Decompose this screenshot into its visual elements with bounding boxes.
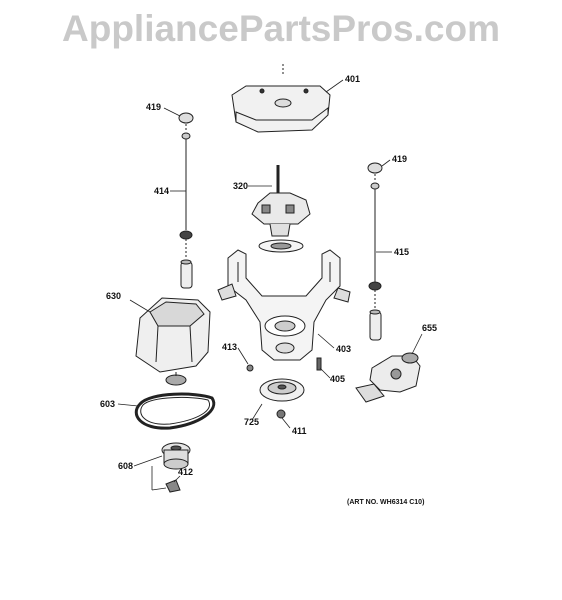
callout-415: 415	[394, 247, 410, 257]
callout-413: 413	[222, 342, 238, 352]
part-630-motor	[135, 297, 211, 386]
callout-412: 412	[178, 467, 194, 477]
part-608-motor-pulley	[161, 442, 191, 470]
callout-603: 603	[100, 399, 116, 409]
callout-419-right: 419	[392, 154, 408, 164]
part-655-pump	[355, 352, 421, 403]
callout-405: 405	[330, 374, 346, 384]
callout-403: 403	[336, 344, 352, 354]
callout-414: 414	[154, 186, 170, 196]
part-415-suspension-rod	[368, 182, 382, 341]
callout-411: 411	[292, 426, 307, 436]
callout-630: 630	[106, 291, 122, 301]
part-413-nut	[246, 364, 254, 372]
leader-lines	[117, 79, 423, 491]
part-412-clip	[165, 479, 181, 493]
callout-655: 655	[422, 323, 438, 333]
watermark-text: AppliancePartsPros.com	[62, 8, 500, 49]
part-411-nut	[276, 409, 286, 419]
callout-401: 401	[345, 74, 361, 84]
part-414-suspension-rod	[179, 132, 193, 289]
art-number-label: (ART NO. WH6314 C10)	[347, 499, 425, 506]
callout-320: 320	[233, 181, 249, 191]
part-419-left-cap	[178, 112, 194, 132]
callout-608: 608	[118, 461, 134, 471]
part-419-right-cap	[367, 162, 383, 182]
part-725-pulley	[259, 378, 305, 402]
callout-725: 725	[244, 417, 260, 427]
part-403-mounting-plate	[217, 249, 351, 361]
part-603-belt	[134, 392, 216, 430]
part-401-cover	[231, 64, 331, 133]
part-405-bolt	[316, 357, 322, 371]
part-320-transmission	[251, 165, 311, 253]
callout-419-left: 419	[146, 102, 162, 112]
